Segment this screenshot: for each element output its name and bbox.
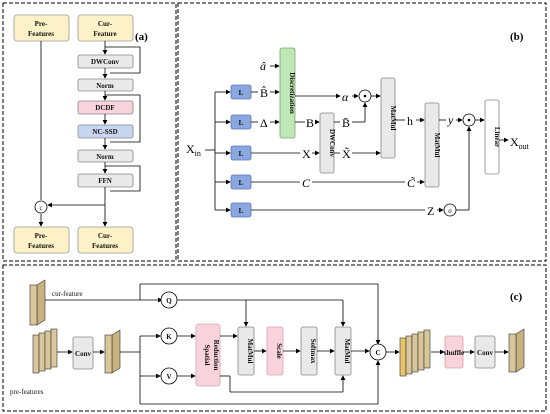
linear-box-out xyxy=(484,99,500,175)
ncssd-box xyxy=(77,124,134,139)
norm-box-1 xyxy=(77,78,134,92)
shuffle-label: shuffle xyxy=(444,349,464,357)
k-label: K xyxy=(166,333,172,341)
q-label: Q xyxy=(166,297,172,305)
pre-features-input-label-1: Pre- xyxy=(35,20,48,28)
spatial-reduction-box xyxy=(195,323,221,387)
panel-a-border xyxy=(2,2,177,262)
svg-text:L: L xyxy=(239,89,244,97)
pre-features-stack xyxy=(32,328,58,374)
svg-text:Cur-: Cur- xyxy=(98,232,113,240)
concat-stack xyxy=(399,329,431,377)
h-label: h xyxy=(407,114,413,128)
panel-b-border xyxy=(177,2,547,262)
concat-label-c: C xyxy=(375,349,380,357)
pre-features-input-label-2: Features xyxy=(28,30,54,38)
v-label: V xyxy=(166,373,171,381)
matmul-label-b2: MatMul xyxy=(433,133,441,158)
delta-label: Δ xyxy=(260,116,268,130)
pre-features-label: pre-features xyxy=(10,388,44,396)
norm-label-2: Norm xyxy=(96,153,114,161)
a-hat-label: â xyxy=(260,59,266,73)
conv-label-c1: Conv xyxy=(75,350,91,358)
svg-text:L: L xyxy=(239,150,244,158)
matmul-box-b1 xyxy=(380,77,396,159)
spatial-reduction-label-2: Reduction xyxy=(212,340,220,371)
dcdf-box xyxy=(77,100,134,115)
x-tilde-label: X̃ xyxy=(342,147,351,161)
b-label: B xyxy=(306,116,314,130)
svg-text:Features: Features xyxy=(92,242,118,250)
svg-text:L: L xyxy=(239,179,244,187)
linear-label: Linear xyxy=(493,127,501,147)
c-tilde-label: C̃ xyxy=(407,176,416,190)
dwconv-label: DWConv xyxy=(91,58,120,66)
b-bar-label: B̄ xyxy=(342,116,350,130)
norm-box-2 xyxy=(77,149,134,163)
dwconv-label-b: DWConv xyxy=(328,129,336,158)
pre-features-input-box xyxy=(13,14,70,42)
dcdf-label: DCDF xyxy=(95,104,114,112)
panel-a-tag: (a) xyxy=(135,31,148,43)
cur-feature-label: cur-feature xyxy=(52,290,83,298)
conv-box-c1 xyxy=(72,336,94,370)
x-out-label: Xout xyxy=(510,135,530,151)
svg-text:L: L xyxy=(239,207,244,215)
discretization-label: Discretization xyxy=(288,72,296,114)
alpha-label: α xyxy=(342,90,349,104)
conv-output-cube xyxy=(104,329,121,374)
panel-c-tag: (c) xyxy=(510,291,523,303)
ffn-box xyxy=(77,173,134,188)
scale-label: Scale xyxy=(275,343,283,359)
concat-circle-a xyxy=(34,200,48,214)
cur-feature-input-label-1: Cur- xyxy=(98,20,113,28)
sigma-label: σ xyxy=(448,207,452,215)
matmul-label-c1: MatMul xyxy=(246,339,254,364)
x-label: X xyxy=(302,147,311,161)
norm-label-1: Norm xyxy=(96,82,114,90)
y-label: y xyxy=(447,113,454,127)
ffn-label: FFN xyxy=(98,177,112,185)
svg-text:Pre-: Pre- xyxy=(35,232,48,240)
output-cube xyxy=(508,328,525,373)
cur-feature-input-box xyxy=(77,14,134,42)
concat-label-a: c xyxy=(39,204,42,212)
dwconv-box xyxy=(77,54,134,69)
cur-feature-cube xyxy=(29,279,46,326)
matmul-label-b1: MatMul xyxy=(389,106,397,131)
l-branches: L L L L L xyxy=(215,84,252,218)
spatial-reduction-label-1: Spatial xyxy=(203,344,211,365)
panel-c-border xyxy=(2,264,547,412)
conv-label-c2: Conv xyxy=(477,349,493,357)
dwconv-box-b xyxy=(319,112,335,174)
matmul-label-c2: MatMul xyxy=(343,339,351,364)
svg-text:Features: Features xyxy=(28,242,54,250)
z-label: Z xyxy=(427,204,434,218)
softmax-label: Softmax xyxy=(309,339,317,364)
svg-text:L: L xyxy=(239,119,244,127)
b-hat-label: B̂ xyxy=(260,86,268,100)
cur-feature-input-label-2: Feature xyxy=(93,30,116,38)
ncssd-label: NC-SSD xyxy=(92,128,117,136)
discretization-box xyxy=(279,47,296,139)
cur-features-output-box xyxy=(77,226,134,254)
c-label: C xyxy=(302,176,311,190)
pre-features-output-box xyxy=(13,226,70,254)
panel-b-tag: (b) xyxy=(510,31,524,43)
matmul-box-b2 xyxy=(424,102,440,188)
x-in-label: Xin xyxy=(186,142,201,158)
